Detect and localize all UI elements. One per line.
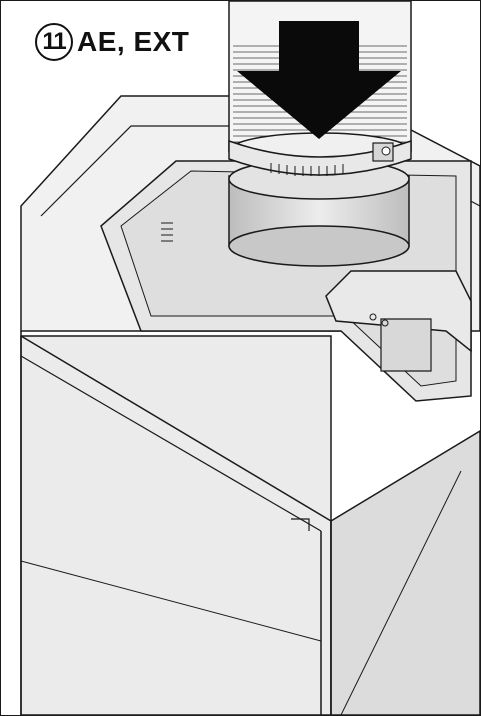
step-number: 11 [35,23,73,61]
hood-outline [20,331,332,715]
hood-side-face [330,430,480,715]
hose-clamp [228,139,412,176]
step-label: 11 AE, EXT [35,23,189,61]
duct-collar [228,158,410,267]
damper-flap [325,270,472,372]
step-code: AE, EXT [77,26,190,57]
arrow-down-icon [237,21,401,139]
hood-front-face [20,335,332,715]
